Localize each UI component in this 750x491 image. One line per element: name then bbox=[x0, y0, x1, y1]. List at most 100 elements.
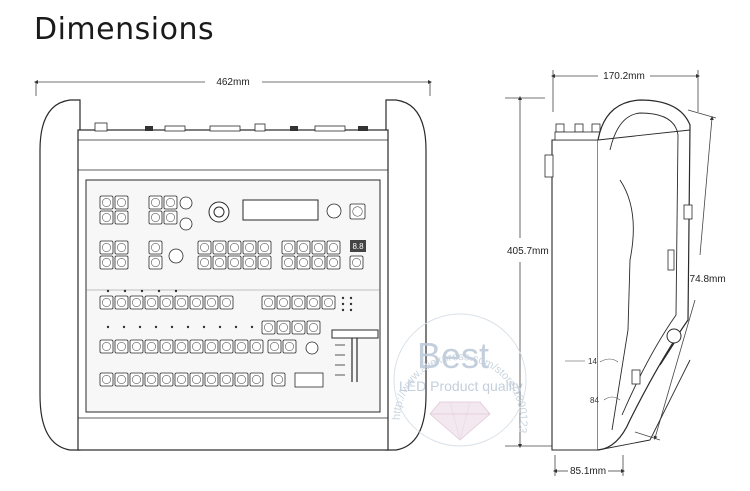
panel-led bbox=[349, 308, 353, 312]
panel-key bbox=[349, 255, 364, 270]
panel-key bbox=[296, 240, 311, 255]
panel-key bbox=[99, 210, 114, 225]
panel-key bbox=[242, 255, 257, 270]
depth-dimension-label: 170.2mm bbox=[603, 71, 645, 82]
panel-key bbox=[282, 339, 297, 354]
panel-key bbox=[257, 240, 272, 255]
panel-key bbox=[321, 295, 336, 310]
panel-key bbox=[291, 320, 306, 335]
panel-led bbox=[341, 296, 345, 300]
panel-led bbox=[202, 325, 206, 329]
height-dimension-label: 405.7mm bbox=[507, 246, 549, 257]
panel-key bbox=[189, 372, 204, 387]
panel-led bbox=[138, 325, 142, 329]
panel-key bbox=[271, 372, 286, 387]
panel-key bbox=[227, 255, 242, 270]
panel-key bbox=[114, 295, 129, 310]
panel-key bbox=[197, 240, 212, 255]
panel-key bbox=[281, 240, 296, 255]
panel-key bbox=[204, 372, 219, 387]
panel-led bbox=[140, 289, 144, 293]
panel-key bbox=[227, 240, 242, 255]
panel-key bbox=[189, 339, 204, 354]
panel-led bbox=[234, 325, 238, 329]
panel-key bbox=[197, 255, 212, 270]
diagonal-dimension-label: 374.8mm bbox=[684, 274, 726, 285]
panel-key bbox=[249, 372, 264, 387]
panel-key bbox=[174, 372, 189, 387]
side-view: 170.2mm 405.7mm 374.8mm 85.1mm bbox=[505, 70, 726, 477]
panel-key bbox=[311, 240, 326, 255]
panel-key bbox=[148, 240, 163, 255]
panel-led bbox=[106, 289, 110, 293]
panel-key bbox=[174, 295, 189, 310]
panel-key bbox=[129, 295, 144, 310]
panel-led bbox=[123, 289, 127, 293]
panel-led bbox=[349, 302, 353, 306]
panel-key bbox=[159, 372, 174, 387]
panel-key bbox=[234, 372, 249, 387]
panel-knob bbox=[168, 248, 184, 264]
panel-key bbox=[306, 295, 321, 310]
panel-key bbox=[99, 339, 114, 354]
panel-key bbox=[114, 240, 129, 255]
panel-key bbox=[326, 240, 341, 255]
panel-knob bbox=[179, 217, 193, 231]
panel-key bbox=[163, 195, 178, 210]
panel-key bbox=[219, 339, 234, 354]
panel-key bbox=[212, 240, 227, 255]
panel-key bbox=[249, 339, 264, 354]
panel-key bbox=[99, 295, 114, 310]
panel-led bbox=[341, 302, 345, 306]
panel-key bbox=[129, 372, 144, 387]
panel-led bbox=[186, 325, 190, 329]
panel-key bbox=[174, 339, 189, 354]
panel-display-label: 8.8 bbox=[352, 242, 364, 251]
panel-key bbox=[148, 210, 163, 225]
panel-key bbox=[114, 210, 129, 225]
diamond-icon bbox=[429, 401, 491, 441]
panel-led bbox=[106, 325, 110, 329]
panel-key bbox=[234, 339, 249, 354]
panel-key bbox=[114, 195, 129, 210]
panel-key bbox=[99, 372, 114, 387]
panel-led bbox=[154, 325, 158, 329]
panel-key bbox=[326, 255, 341, 270]
panel-led bbox=[349, 296, 353, 300]
panel-key bbox=[281, 255, 296, 270]
panel-key bbox=[148, 255, 163, 270]
page-title: Dimensions bbox=[34, 12, 215, 47]
panel-key bbox=[148, 195, 163, 210]
angle-bottom-label: 84 bbox=[590, 396, 599, 405]
panel-key bbox=[306, 320, 321, 335]
panel-led bbox=[250, 325, 254, 329]
panel-led bbox=[157, 289, 161, 293]
panel-key bbox=[159, 295, 174, 310]
watermark-tagline: LED Product quality bbox=[399, 378, 523, 394]
panel-key bbox=[144, 339, 159, 354]
panel-key bbox=[261, 295, 276, 310]
panel-key bbox=[276, 295, 291, 310]
panel-key bbox=[163, 210, 178, 225]
panel-key bbox=[129, 339, 144, 354]
panel-led bbox=[170, 325, 174, 329]
panel-key bbox=[159, 339, 174, 354]
panel-wide-key bbox=[294, 372, 324, 388]
panel-key bbox=[99, 240, 114, 255]
panel-key bbox=[99, 195, 114, 210]
panel-key bbox=[242, 240, 257, 255]
width-dimension-label: 462mm bbox=[216, 77, 249, 88]
panel-key bbox=[257, 255, 272, 270]
panel-key bbox=[296, 255, 311, 270]
front-view: 462mm 8.8 bbox=[34, 77, 432, 451]
panel-key bbox=[291, 295, 306, 310]
panel-key bbox=[267, 339, 282, 354]
panel-key bbox=[114, 339, 129, 354]
panel-knob bbox=[179, 196, 193, 210]
base-depth-dimension-label: 85.1mm bbox=[570, 466, 606, 477]
panel-key bbox=[144, 372, 159, 387]
watermark-brand: Best bbox=[417, 335, 489, 376]
panel-key bbox=[349, 203, 366, 220]
panel-key bbox=[276, 320, 291, 335]
